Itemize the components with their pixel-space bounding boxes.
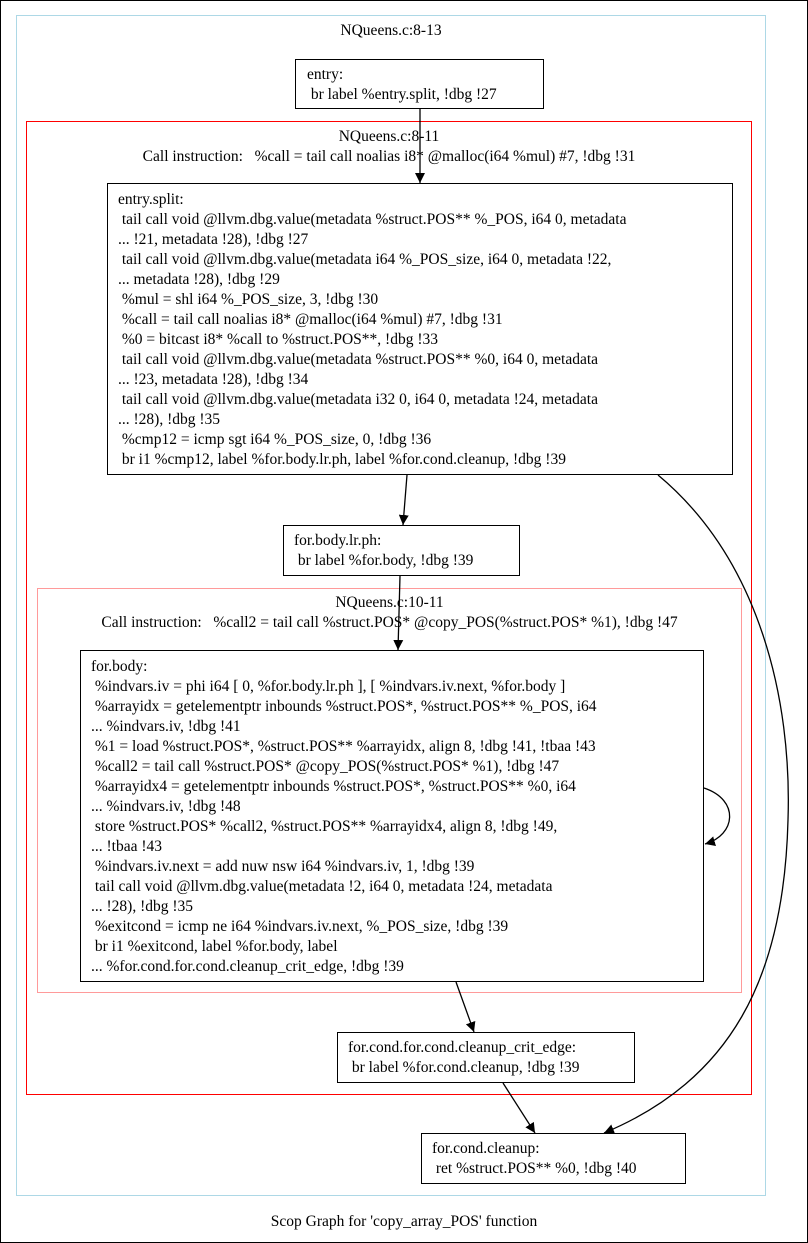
cluster-subtitle: Call instruction: %call2 = tail call %st… [101,614,678,631]
node-line: ... !28), !dbg !35 [118,411,221,428]
node-line: br i1 %exitcond, label %for.body, label [91,938,338,955]
node-line: store %struct.POS* %call2, %struct.POS**… [91,818,558,835]
node-line: %1 = load %struct.POS*, %struct.POS** %a… [91,738,596,755]
node-line: tail call void @llvm.dbg.value(metadata … [118,351,599,368]
node-entry: entry: br label %entry.split, !dbg !27 [295,59,544,109]
node-line: %arrayidx = getelementptr inbounds %stru… [91,698,597,715]
node-line: ... !21, metadata !28), !dbg !27 [118,231,309,248]
cluster-nqueens-8-13: NQueens.c:8-13 [16,15,766,1196]
node-line: ... !28), !dbg !35 [91,898,194,915]
edge-for-body-to-crit-edge [455,981,476,1033]
node-line: ... %indvars.iv, !dbg !41 [91,718,241,735]
node-line: ... metadata !28), !dbg !29 [118,271,280,288]
node-line: %call2 = tail call %struct.POS* @copy_PO… [91,758,560,775]
node-line: %indvars.iv.next = add nuw nsw i64 %indv… [91,858,475,875]
node-line: ... !23, metadata !28), !dbg !34 [118,371,309,388]
cluster-nqueens-8-11: NQueens.c:8-11 Call instruction: %call =… [26,121,752,1095]
edge-for-body-self-loop [703,787,731,847]
node-line: for.cond.cleanup: [432,1140,540,1157]
node-line: %cmp12 = icmp sgt i64 %_POS_size, 0, !db… [118,431,432,448]
cluster-title: NQueens.c:10-11 [335,594,444,611]
node-line: tail call void @llvm.dbg.value(metadata … [91,878,553,895]
edge-for-body-lr-ph-to-for-body [393,575,404,651]
node-line: for.body.lr.ph: [294,532,382,549]
node-line: br label %for.cond.cleanup, !dbg !39 [348,1059,580,1076]
node-line: br label %for.body, !dbg !39 [294,552,474,569]
node-line: tail call void @llvm.dbg.value(metadata … [118,251,612,268]
node-entry-split: entry.split: tail call void @llvm.dbg.va… [107,183,733,475]
node-line: tail call void @llvm.dbg.value(metadata … [118,211,627,228]
node-line: entry.split: [118,191,184,208]
node-crit-edge: for.cond.for.cond.cleanup_crit_edge: br … [337,1032,635,1083]
edge-entry-split-to-for-body-lr-ph [398,474,409,526]
cluster-nqueens-10-11: NQueens.c:10-11 Call instruction: %call2… [37,588,742,993]
node-line: %mul = shl i64 %_POS_size, 3, !dbg !30 [118,291,379,308]
cluster-title: NQueens.c:8-11 [338,128,440,145]
node-line: br i1 %cmp12, label %for.body.lr.ph, lab… [118,451,566,468]
node-line: ... %indvars.iv, !dbg !48 [91,798,241,815]
node-for-body-lr-ph: for.body.lr.ph: br label %for.body, !dbg… [283,525,520,576]
edge-crit-edge-to-for-cond-cleanup [502,1082,536,1134]
node-line: %0 = bitcast i8* %call to %struct.POS**,… [118,331,438,348]
node-line: for.body: [91,658,148,675]
graph-caption: Scop Graph for 'copy_array_POS' function [270,1213,538,1230]
node-line: %arrayidx4 = getelementptr inbounds %str… [91,778,576,795]
node-for-cond-cleanup: for.cond.cleanup: ret %struct.POS** %0, … [421,1133,686,1184]
node-line: for.cond.for.cond.cleanup_crit_edge: [348,1039,577,1056]
edge-entry-split-to-for-cond-cleanup [603,474,789,1134]
node-line: br label %entry.split, !dbg !27 [307,86,497,103]
node-line: ... %for.cond.for.cond.cleanup_crit_edge… [91,958,404,975]
node-for-body: for.body: %indvars.iv = phi i64 [ 0, %fo… [80,650,704,982]
cluster-title: NQueens.c:8-13 [340,22,442,39]
node-line: %call = tail call noalias i8* @malloc(i6… [118,311,503,328]
node-line: ret %struct.POS** %0, !dbg !40 [432,1160,637,1177]
cluster-subtitle: Call instruction: %call = tail call noal… [142,148,636,165]
node-line: tail call void @llvm.dbg.value(metadata … [118,391,598,408]
node-line: ... !tbaa !43 [91,838,163,855]
node-line: %exitcond = icmp ne i64 %indvars.iv.next… [91,918,509,935]
node-line: entry: [307,66,344,83]
node-line: %indvars.iv = phi i64 [ 0, %for.body.lr.… [91,678,566,695]
